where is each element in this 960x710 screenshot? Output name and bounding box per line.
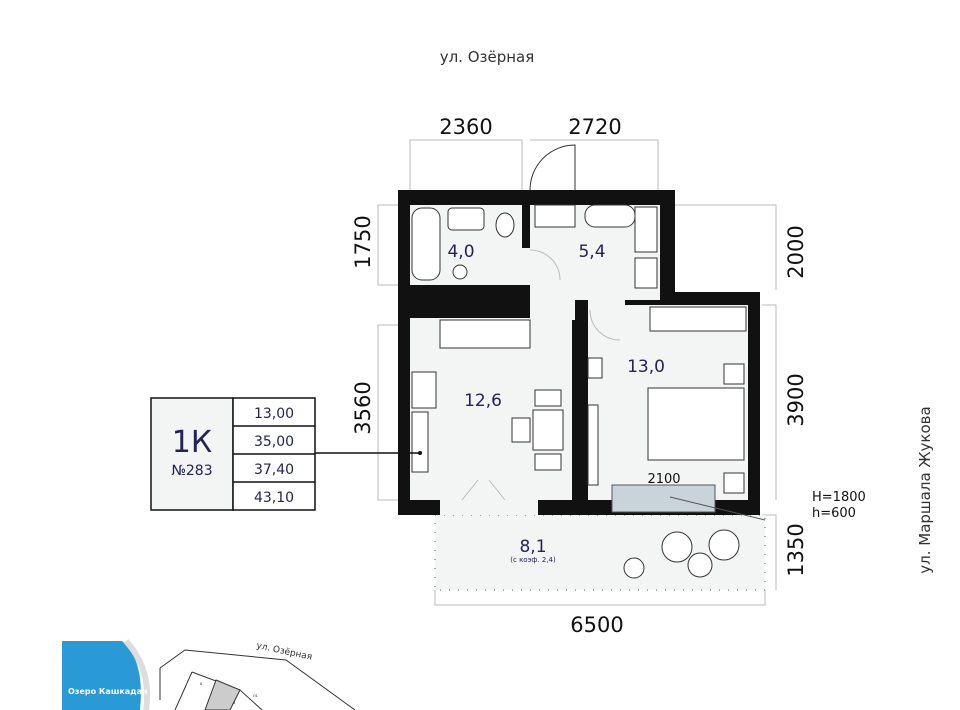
furniture: [411, 144, 766, 579]
balcony-area: 8,1: [519, 537, 546, 557]
apartment-number: №283: [171, 463, 212, 479]
info-value: 37,40: [254, 462, 294, 478]
window: [611, 484, 716, 513]
bedroom-door-icon: [589, 309, 621, 341]
hall-area: 5,4: [578, 242, 605, 262]
balcony-note: (с коэф. 2,4): [510, 556, 556, 564]
dim-right-middle: 3900: [784, 373, 808, 426]
bedroom-shelf-icon: [587, 357, 603, 379]
info-value: 35,00: [254, 434, 294, 450]
hall-wardrobe-icon: [634, 257, 658, 289]
nightstand-icon: [723, 472, 745, 494]
bedroom-area: 13,0: [627, 357, 665, 377]
bathroom-area: 4,0: [447, 242, 474, 262]
balcony-door-opening: [440, 498, 538, 515]
toilet-icon: [495, 212, 515, 238]
apartment-info-box: 1К №283 13,00 35,00 37,40 43,10: [150, 397, 422, 511]
dim-left-bottom: 3560: [351, 381, 375, 434]
hall-sink-icon: [534, 204, 576, 228]
chair-icon: [534, 389, 562, 407]
plant-icon: [623, 557, 645, 579]
location-minimap: Озеро Кашкадан ул. Озёрная 6 Л1 8: [62, 638, 356, 710]
window-width: 2100: [647, 472, 680, 487]
dim-top-left: 2360: [439, 115, 492, 139]
bed-icon: [647, 387, 745, 461]
fridge-icon: [411, 411, 429, 473]
shoe-rack-icon: [634, 206, 658, 253]
walls: [398, 190, 760, 515]
svg-text:Л1: Л1: [253, 693, 259, 698]
coffee-table-icon: [687, 552, 713, 578]
kitchen-area: 12,6: [464, 391, 502, 411]
street-right-label: ул. Маршала Жукова: [916, 406, 934, 573]
dim-bottom: 6500: [570, 613, 623, 637]
dimension-lines: [377, 139, 777, 606]
balcony: [434, 514, 766, 591]
balcony-door-icon: [461, 479, 506, 501]
lake-label: Озеро Кашкадан: [68, 687, 148, 696]
dim-top-right: 2720: [568, 115, 621, 139]
washer-icon: [452, 264, 468, 280]
window-sill-height: h=600: [812, 506, 856, 521]
dim-right-bottom: 1350: [784, 523, 808, 576]
info-value: 43,10: [254, 490, 294, 506]
kitchen-counter-icon: [439, 319, 531, 349]
dining-table-icon: [532, 409, 564, 451]
svg-text:8: 8: [233, 700, 236, 705]
desk-icon: [587, 404, 599, 486]
bathroom-door-icon: [529, 249, 561, 281]
apartment-type: 1К: [172, 425, 212, 460]
armchair-icon: [661, 531, 693, 563]
bathtub-icon: [411, 207, 441, 281]
window-height: H=1800: [812, 490, 866, 505]
bedroom-wardrobe-icon: [649, 306, 747, 332]
lake: [62, 641, 141, 710]
cooktop-icon: [411, 371, 437, 409]
svg-text:6: 6: [200, 681, 203, 686]
dim-right-top: 2000: [784, 225, 808, 278]
info-value: 13,00: [254, 406, 294, 422]
stove-icon: [584, 204, 636, 228]
window-leader-line: [669, 496, 766, 521]
nightstand-icon: [723, 363, 745, 385]
entrance-door-icon: [529, 144, 576, 191]
sink-icon: [447, 207, 485, 231]
chair-icon: [534, 453, 562, 471]
armchair-icon: [708, 529, 740, 561]
street-top-label: ул. Озёрная: [440, 48, 535, 66]
dim-left-top: 1750: [351, 215, 375, 268]
chair-icon: [511, 417, 531, 443]
